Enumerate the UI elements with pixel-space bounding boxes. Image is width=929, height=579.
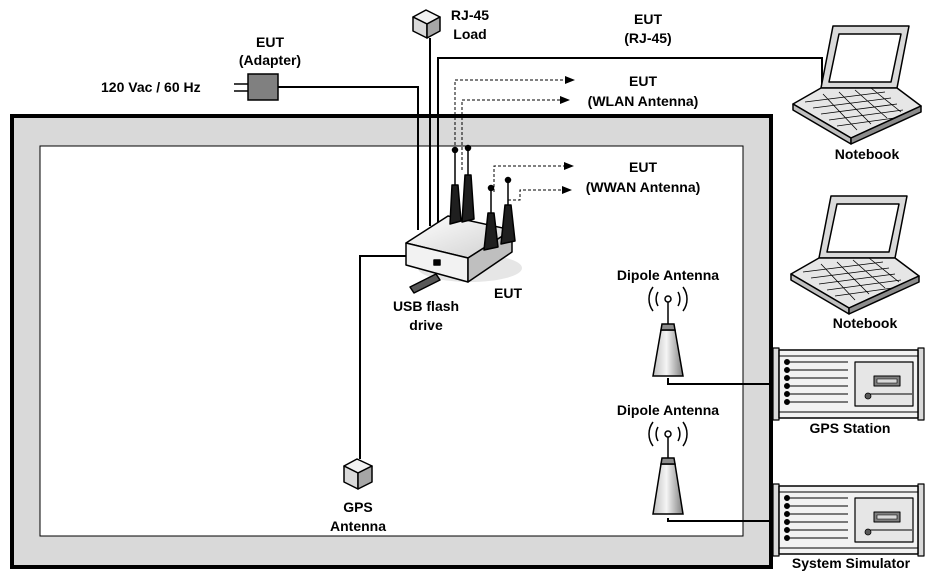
eut-wlan-label-line1: EUT (629, 73, 657, 89)
eut-wwan-label-line1: EUT (629, 159, 657, 175)
eut-router-icon (405, 144, 522, 294)
usb-flash-drive-label-line2: drive (409, 317, 443, 333)
gps-station-cable (667, 378, 785, 385)
usb-flash-drive-label-line1: USB flash (393, 298, 459, 314)
notebook-1-label: Notebook (835, 146, 900, 162)
wwan-path-2 (508, 186, 572, 201)
power-source-label: 120 Vac / 60 Hz (101, 79, 201, 95)
dipole-antenna-2-icon (648, 421, 688, 515)
system-simulator-label: System Simulator (792, 555, 911, 571)
eut-wlan-label-line2: (WLAN Antenna) (588, 93, 699, 109)
cables (278, 38, 823, 522)
usb-drive-icon (409, 273, 441, 294)
adapter-power-cable (278, 86, 419, 230)
gps-antenna-cube-icon (343, 458, 373, 490)
eut-adapter-label-line2: (Adapter) (239, 52, 301, 68)
gps-station-rack-instrument-icon (772, 347, 925, 421)
notebook-2-label: Notebook (833, 315, 898, 331)
eut-rj45-label-line2: (RJ-45) (624, 30, 671, 46)
notebook-rj45-cable (437, 57, 823, 226)
dipole-antenna-2-label: Dipole Antenna (617, 402, 719, 418)
gps-antenna-label-line2: Antenna (330, 518, 386, 534)
system-simulator-cable (667, 518, 785, 522)
notebook-2-laptop-icon (790, 195, 920, 315)
wwan-path-1 (493, 162, 574, 192)
radiated-paths (454, 76, 575, 201)
notebook-1-laptop-icon (792, 25, 922, 145)
wlan-path-2 (461, 96, 570, 170)
dipole-antenna-1-label: Dipole Antenna (617, 267, 719, 283)
gps-antenna-cable (359, 255, 410, 459)
rj45-load-label-line1: RJ-45 (451, 7, 489, 23)
gps-station-label: GPS Station (810, 420, 891, 436)
chamber-inner-area (39, 145, 744, 537)
eut-label: EUT (494, 285, 522, 301)
rj45-load-cube-icon (412, 9, 441, 39)
power-adapter-icon (234, 73, 279, 101)
system-simulator-rack-instrument-icon (772, 483, 925, 557)
rj45-load-label-line2: Load (453, 26, 486, 42)
gps-antenna-label-line1: GPS (343, 499, 373, 515)
labels: RJ-45 Load EUT (RJ-45) EUT (Adapter) 120… (101, 7, 911, 571)
eut-wwan-label-line2: (WWAN Antenna) (586, 179, 701, 195)
dipole-antenna-1-icon (648, 286, 688, 377)
eut-rj45-label-line1: EUT (634, 11, 662, 27)
wlan-path-1 (454, 76, 575, 150)
eut-adapter-label-line1: EUT (256, 34, 284, 50)
